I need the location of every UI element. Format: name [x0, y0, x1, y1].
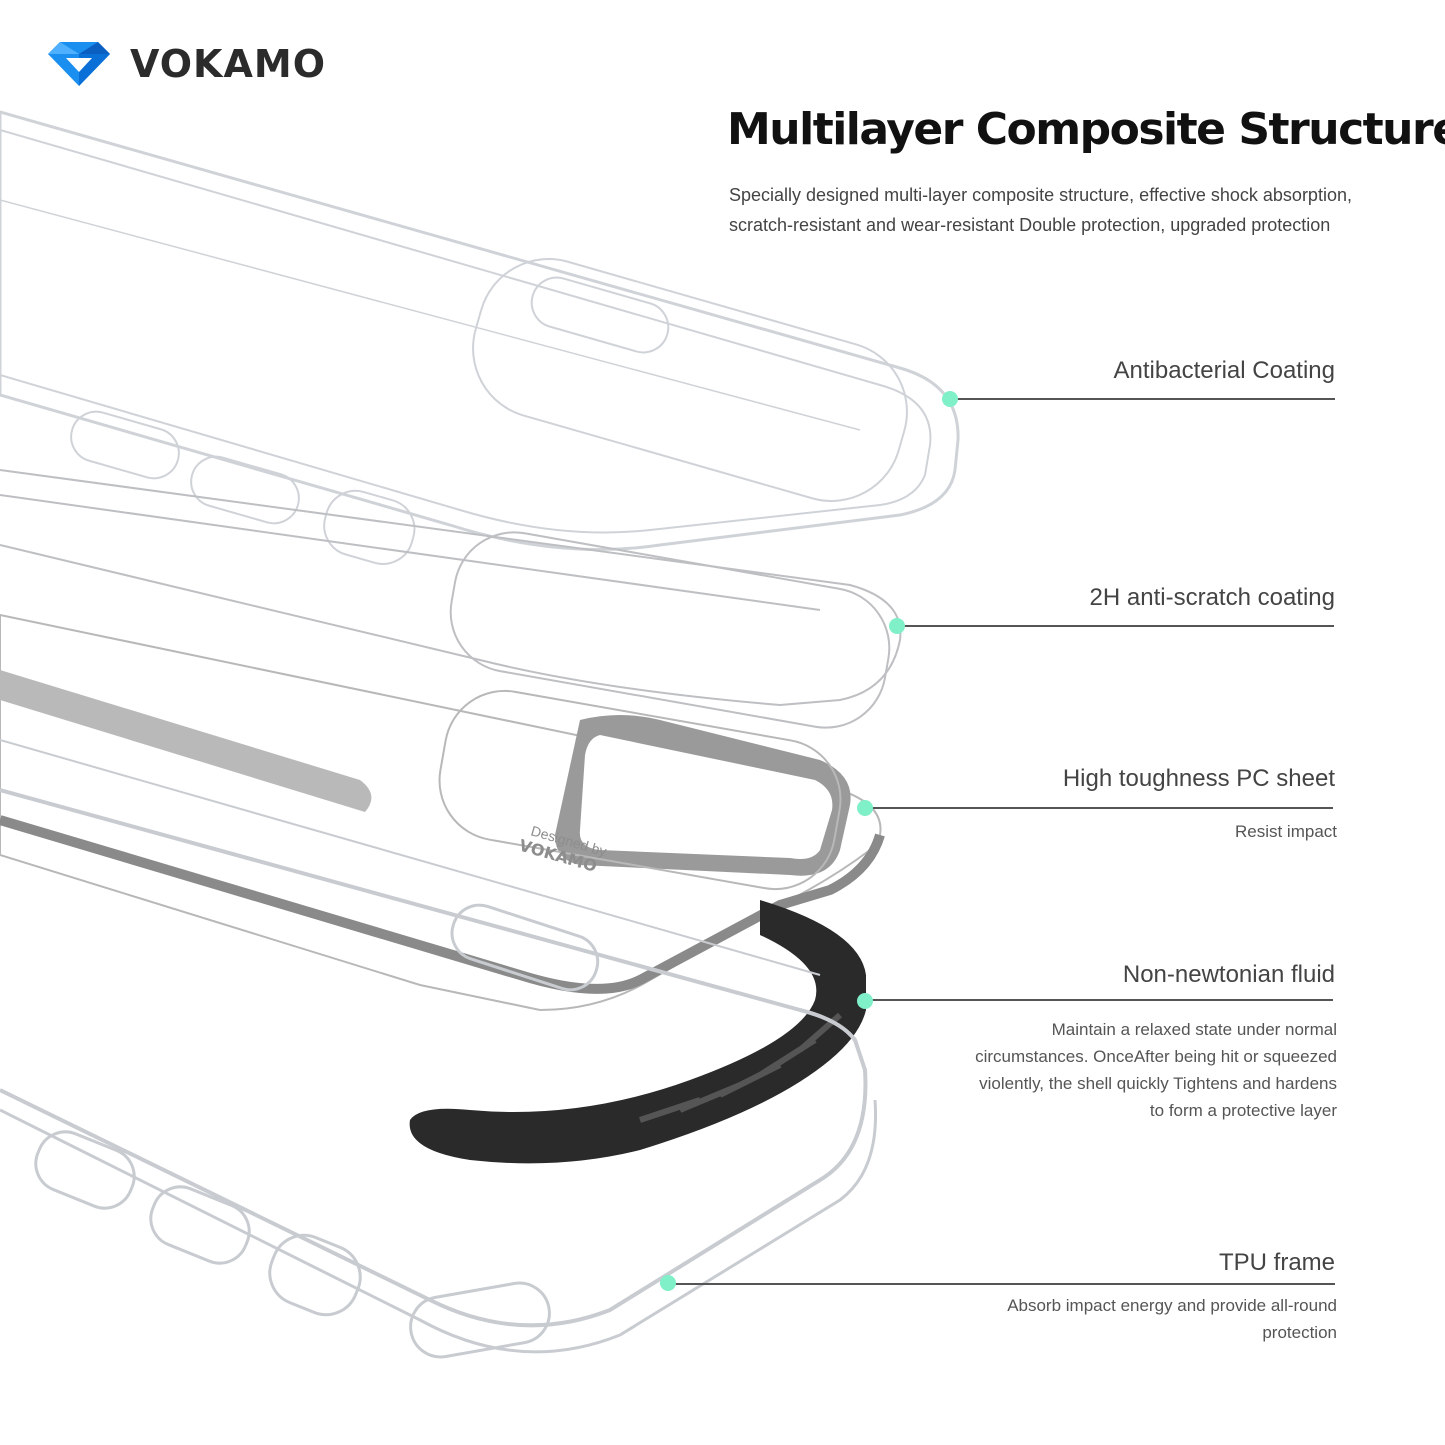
- tpu-frame-layer: [0, 739, 878, 1359]
- page-title: Multilayer Composite Structure: [727, 104, 1445, 155]
- callout-line-fluid: [865, 999, 1333, 1001]
- callout-desc-tpu: Absorb impact energy and provide all-rou…: [1007, 1296, 1337, 1342]
- callout-line-tpu: [668, 1283, 1335, 1285]
- callout-dot-tpu: [660, 1275, 676, 1291]
- callout-title-antibacterial: Antibacterial Coating: [1113, 357, 1335, 384]
- anti-scratch-film-layer: [0, 469, 902, 729]
- callout-dot-antibacterial: [942, 391, 958, 407]
- callout-desc-fluid: Maintain a relaxed state under normal ci…: [975, 1020, 1337, 1120]
- callout-line-antibacterial: [950, 398, 1335, 400]
- callout-line-pc-sheet: [865, 807, 1333, 809]
- callout-dot-fluid: [857, 993, 873, 1009]
- brand-logo: VOKAMO: [46, 40, 326, 88]
- callout-title-pc-sheet: High toughness PC sheet: [1062, 765, 1335, 792]
- non-newtonian-fluid-layer: [409, 900, 866, 1164]
- diamond-logo-icon: [48, 42, 110, 86]
- brand-name: VOKAMO: [130, 42, 327, 86]
- callout-dot-anti-scratch: [889, 618, 905, 634]
- callout-title-anti-scratch: 2H anti-scratch coating: [1089, 584, 1335, 611]
- callout-title-tpu: TPU frame: [1218, 1249, 1335, 1276]
- callout-line-anti-scratch: [897, 625, 1334, 627]
- callout-dot-pc-sheet: [857, 800, 873, 816]
- pc-sheet-layer: Designed by VOKAMO: [0, 613, 885, 1012]
- callout-title-fluid: Non-newtonian fluid: [1122, 961, 1335, 988]
- callout-desc-pc-sheet: Resist impact: [1234, 822, 1337, 841]
- page-subtitle: Specially designed multi-layer composite…: [729, 185, 1352, 235]
